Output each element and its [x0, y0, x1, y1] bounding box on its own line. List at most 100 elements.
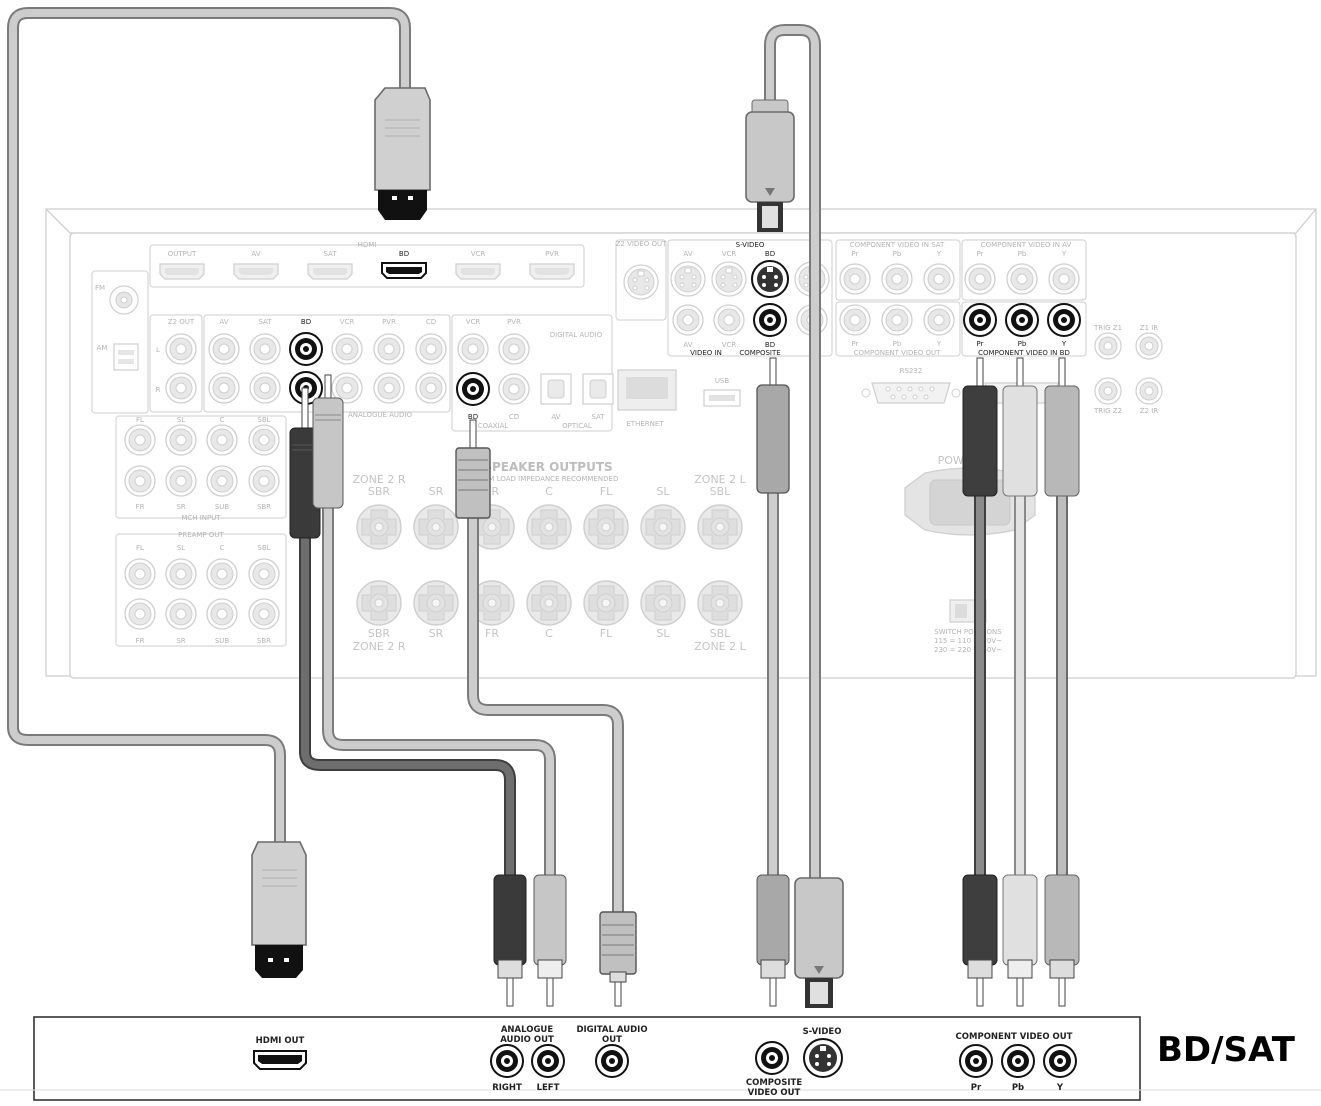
composite-bd-port[interactable]	[753, 303, 787, 337]
spk-terminal-sbr-bottom[interactable]	[356, 580, 402, 626]
mch-sl-port[interactable]	[165, 424, 197, 456]
am-antenna-terminal[interactable]	[113, 343, 139, 371]
digital-coax-vcr[interactable]	[457, 333, 489, 365]
mch-c-port[interactable]	[206, 424, 238, 456]
spk-terminal-sr-top[interactable]	[413, 504, 459, 550]
mch-fl-port[interactable]	[124, 424, 156, 456]
hdmi-port-output[interactable]	[159, 263, 205, 280]
source-analogue-right-port[interactable]	[490, 1044, 524, 1078]
hdmi-port-vcr[interactable]	[455, 263, 501, 280]
spk-terminal-sbl-bottom[interactable]	[697, 580, 743, 626]
comp-bd-y-port[interactable]	[1047, 303, 1081, 337]
source-digital-out-port[interactable]	[595, 1044, 629, 1078]
z2-video-out-port[interactable]	[623, 264, 659, 300]
source-component-pb-port[interactable]	[1001, 1044, 1035, 1078]
svideo-plug-bottom[interactable]	[794, 877, 844, 1008]
spk-terminal-fl-top[interactable]	[583, 504, 629, 550]
analogue-sat-right[interactable]	[249, 372, 281, 404]
component-y-plug-top[interactable]	[1044, 357, 1080, 497]
hdmi-plug-bottom[interactable]	[251, 841, 307, 978]
optical-av-port[interactable]	[540, 373, 572, 405]
spk-terminal-sl-bottom[interactable]	[640, 580, 686, 626]
hdmi-port-bd[interactable]	[381, 262, 427, 279]
optical-sat-port[interactable]	[582, 373, 614, 405]
component-pr-plug-top[interactable]	[962, 357, 998, 497]
spk-terminal-fl-bottom[interactable]	[583, 580, 629, 626]
spk-terminal-sl-top[interactable]	[640, 504, 686, 550]
svideo-bd-port[interactable]	[751, 260, 789, 298]
preamp-sl-port[interactable]	[165, 558, 197, 590]
comp-out-pr-port[interactable]	[839, 304, 871, 336]
mch-sub-port[interactable]	[206, 465, 238, 497]
analogue-plug-left-bottom[interactable]	[493, 874, 527, 1007]
preamp-sub-port[interactable]	[206, 598, 238, 630]
digital-coax-pvr[interactable]	[498, 333, 530, 365]
hdmi-port-av[interactable]	[233, 263, 279, 280]
z2-out-right[interactable]	[165, 372, 197, 404]
analogue-cd-right[interactable]	[415, 372, 447, 404]
usb-port[interactable]	[703, 389, 741, 407]
hdmi-cable[interactable]	[7, 7, 411, 851]
trig-z2-jack[interactable]	[1094, 377, 1122, 405]
trig-z1-jack[interactable]	[1094, 332, 1122, 360]
comp-out-y-port[interactable]	[923, 304, 955, 336]
digital-coax-cd[interactable]	[498, 373, 530, 405]
analogue-cd-left[interactable]	[415, 333, 447, 365]
coax-plug-bottom[interactable]	[599, 911, 637, 1007]
composite-plug-top[interactable]	[756, 357, 790, 494]
analogue-pvr-right[interactable]	[373, 372, 405, 404]
hdmi-port-pvr[interactable]	[529, 263, 575, 280]
analogue-sat-left[interactable]	[249, 333, 281, 365]
svideo-av-port[interactable]	[670, 261, 706, 297]
analogue-av-left[interactable]	[208, 333, 240, 365]
component-pr-plug-bottom[interactable]	[962, 874, 998, 1007]
mch-sr-port[interactable]	[165, 465, 197, 497]
comp-sat-pb-port[interactable]	[881, 263, 913, 295]
fm-antenna-socket[interactable]	[109, 285, 139, 315]
mch-sbl-port[interactable]	[248, 424, 280, 456]
comp-av-pr-port[interactable]	[964, 263, 996, 295]
comp-av-pb-port[interactable]	[1006, 263, 1038, 295]
comp-sat-pr-port[interactable]	[839, 263, 871, 295]
source-composite-port[interactable]	[755, 1041, 789, 1075]
source-analogue-left-port[interactable]	[531, 1044, 565, 1078]
comp-out-pb-port[interactable]	[881, 304, 913, 336]
svideo-cable[interactable]	[764, 24, 821, 886]
spk-terminal-c-top[interactable]	[526, 504, 572, 550]
mch-sbr-port[interactable]	[248, 465, 280, 497]
source-component-y-port[interactable]	[1043, 1044, 1077, 1078]
component-pb-plug-bottom[interactable]	[1002, 874, 1038, 1007]
preamp-fr-port[interactable]	[124, 598, 156, 630]
coax-plug-top[interactable]	[455, 419, 491, 519]
analogue-right-cable[interactable]	[322, 494, 556, 886]
z1-ir-jack[interactable]	[1135, 332, 1163, 360]
hdmi-plug-top[interactable]	[374, 87, 431, 220]
spk-terminal-sr-bottom[interactable]	[413, 580, 459, 626]
source-hdmi-out-port[interactable]	[253, 1050, 307, 1070]
comp-bd-pb-port[interactable]	[1005, 303, 1039, 337]
digital-coax-cable[interactable]	[467, 509, 624, 921]
analogue-plug-right-top[interactable]	[312, 374, 344, 509]
spk-terminal-sbl-top[interactable]	[697, 504, 743, 550]
analogue-plug-right-bottom[interactable]	[533, 874, 567, 1007]
z2-out-left[interactable]	[165, 333, 197, 365]
spk-terminal-sbr-top[interactable]	[356, 504, 402, 550]
preamp-fl-port[interactable]	[124, 558, 156, 590]
analogue-bd-left[interactable]	[289, 332, 323, 366]
preamp-sbr-port[interactable]	[248, 598, 280, 630]
hdmi-port-sat[interactable]	[307, 263, 353, 280]
comp-bd-pr-port[interactable]	[963, 303, 997, 337]
source-svideo-port[interactable]	[803, 1038, 843, 1078]
component-y-plug-bottom[interactable]	[1044, 874, 1080, 1007]
composite-plug-bottom[interactable]	[756, 874, 790, 1007]
preamp-c-port[interactable]	[206, 558, 238, 590]
comp-sat-y-port[interactable]	[923, 263, 955, 295]
digital-coax-bd[interactable]	[456, 372, 490, 406]
source-component-pr-port[interactable]	[959, 1044, 993, 1078]
composite-av-port[interactable]	[672, 304, 704, 336]
analogue-pvr-left[interactable]	[373, 333, 405, 365]
svideo-plug-top[interactable]	[745, 99, 795, 232]
comp-av-y-port[interactable]	[1048, 263, 1080, 295]
analogue-vcr-left[interactable]	[331, 333, 363, 365]
analogue-left-cable[interactable]	[299, 529, 516, 886]
